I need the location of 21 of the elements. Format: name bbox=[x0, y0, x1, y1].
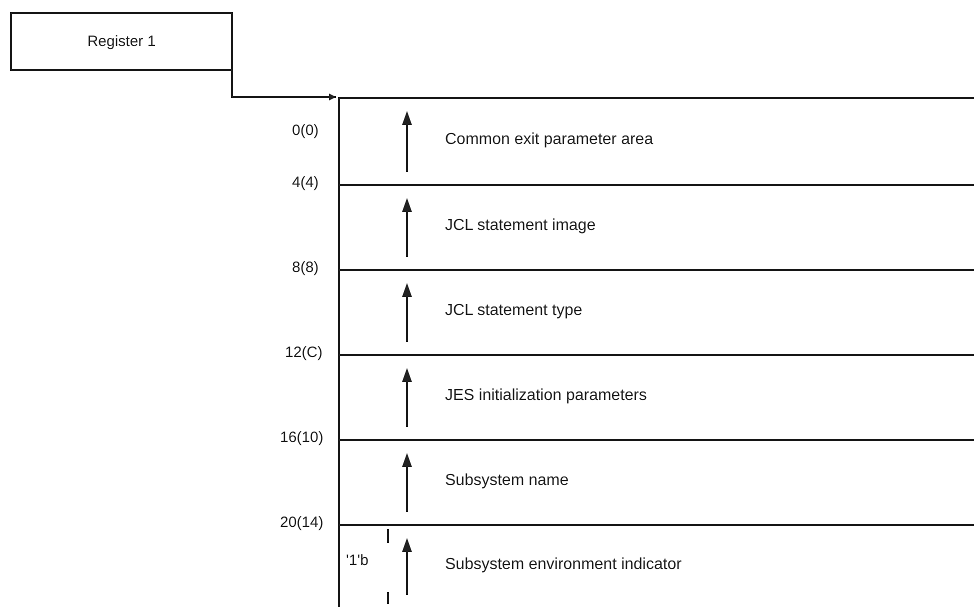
offset-label: 12(C) bbox=[285, 344, 323, 361]
field-description: JES initialization parameters bbox=[445, 386, 647, 404]
bit-value-label: '1'b bbox=[346, 552, 368, 569]
parameter-list-row bbox=[338, 354, 974, 439]
offset-label: 20(14) bbox=[280, 514, 324, 531]
offset-label: 0(0) bbox=[292, 122, 319, 139]
field-description: Subsystem environment indicator bbox=[445, 556, 682, 574]
parameter-list-row bbox=[338, 97, 974, 184]
field-description: Common exit parameter area bbox=[445, 130, 654, 148]
parameter-list-row bbox=[338, 524, 974, 607]
parameter-list-row bbox=[338, 184, 974, 269]
arrow bbox=[231, 71, 336, 100]
field-description: Subsystem name bbox=[445, 472, 569, 490]
register-box: Register 1 bbox=[10, 12, 233, 71]
parameter-list-row bbox=[338, 269, 974, 354]
offset-label: 16(10) bbox=[280, 429, 324, 446]
parameter-list-row bbox=[338, 439, 974, 524]
field-description: JCL statement type bbox=[445, 302, 582, 320]
offset-label: 8(8) bbox=[292, 259, 319, 276]
field-description: JCL statement image bbox=[445, 216, 596, 234]
offset-label: 4(4) bbox=[292, 174, 319, 191]
